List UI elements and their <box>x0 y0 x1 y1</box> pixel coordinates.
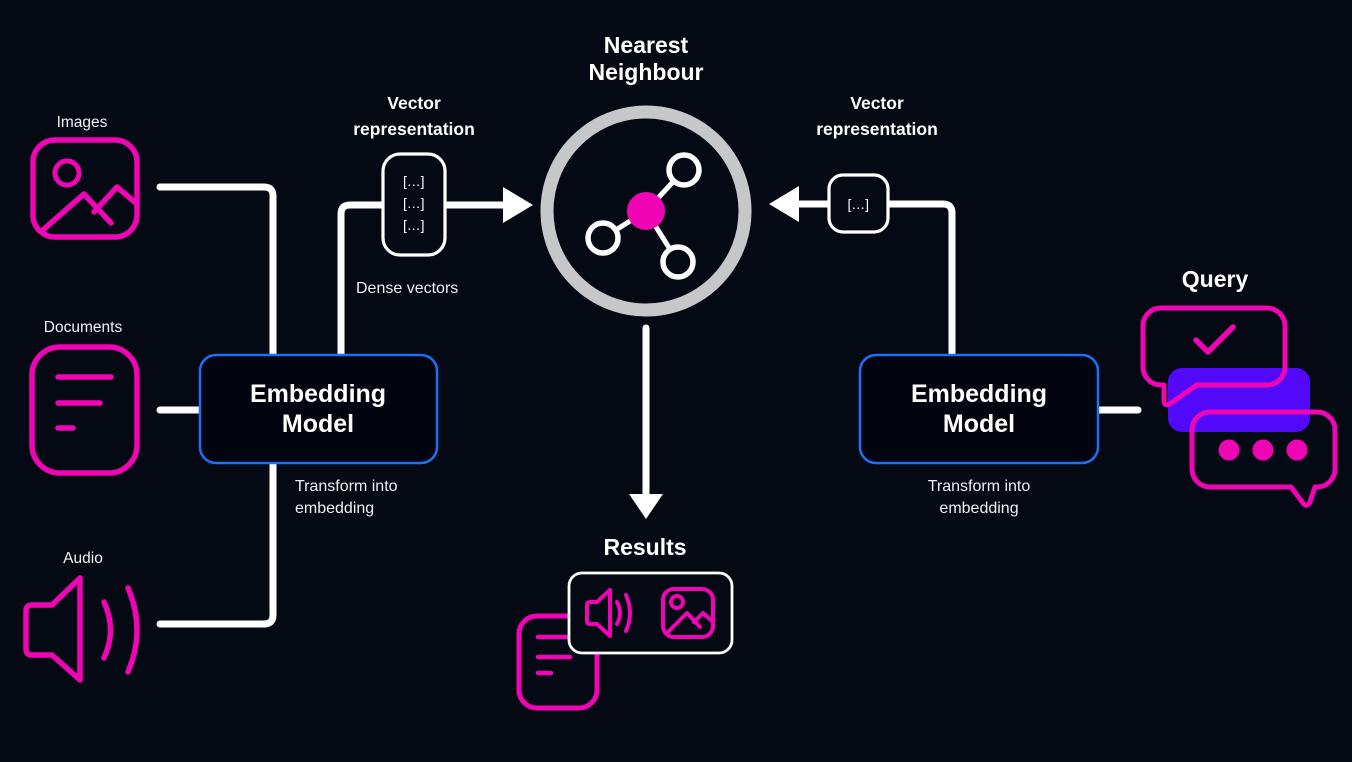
nn-node-upper-right <box>666 152 702 188</box>
nearest-neighbour-title: Nearest Neighbour <box>588 32 704 85</box>
vector-cell: [...] <box>403 173 425 189</box>
vector-cells-left: [...] [...] [...] <box>383 172 445 234</box>
vector-box-left <box>381 152 447 257</box>
down-arrowhead <box>629 494 663 519</box>
check-icon <box>1193 324 1236 355</box>
embedding-model-box-left <box>198 353 439 465</box>
transform-caption-left: Transform into embedding <box>295 478 398 517</box>
ellipsis-dots-icon <box>1218 439 1308 461</box>
vector-representation-title-left: Vector representation <box>353 93 475 139</box>
left-output-connector <box>337 201 510 366</box>
documents-label: Documents <box>43 319 123 336</box>
transform-caption-right: Transform into embedding <box>927 478 1031 517</box>
nn-center-node <box>627 192 665 230</box>
nn-node-lower-right <box>660 244 696 280</box>
right-arrowhead-into-circle <box>503 187 533 223</box>
audio-label: Audio <box>63 550 103 567</box>
vector-representation-title-right: Vector representation <box>816 93 938 139</box>
embedding-model-label-right: Embedding Model <box>910 380 1048 438</box>
embedding-model-box-right <box>858 353 1100 465</box>
query-check-bubble <box>1140 305 1288 408</box>
query-purple-bubble <box>1168 368 1310 432</box>
vector-cell: [...] <box>403 195 425 211</box>
vector-cell: [...] <box>403 217 425 233</box>
dense-vectors-caption: Dense vectors <box>356 280 459 297</box>
image-icon <box>30 137 140 240</box>
right-input-connector <box>796 200 956 366</box>
embedding-model-label-left: Embedding Model <box>249 380 387 438</box>
results-box <box>567 571 734 655</box>
results-image-icon <box>661 587 715 639</box>
audio-icon <box>23 575 140 683</box>
query-dots-bubble <box>1189 409 1338 508</box>
document-icon <box>29 344 140 476</box>
query-title: Query <box>1181 266 1249 292</box>
left-arrowhead-into-circle <box>769 186 799 222</box>
images-label: Images <box>56 114 108 131</box>
nn-node-lower-left <box>585 220 621 256</box>
results-audio-icon <box>585 588 632 638</box>
vector-box-right <box>827 173 890 234</box>
vector-cell-right: [...] <box>847 196 870 212</box>
results-title: Results <box>603 534 687 560</box>
results-document-icon <box>516 613 600 711</box>
